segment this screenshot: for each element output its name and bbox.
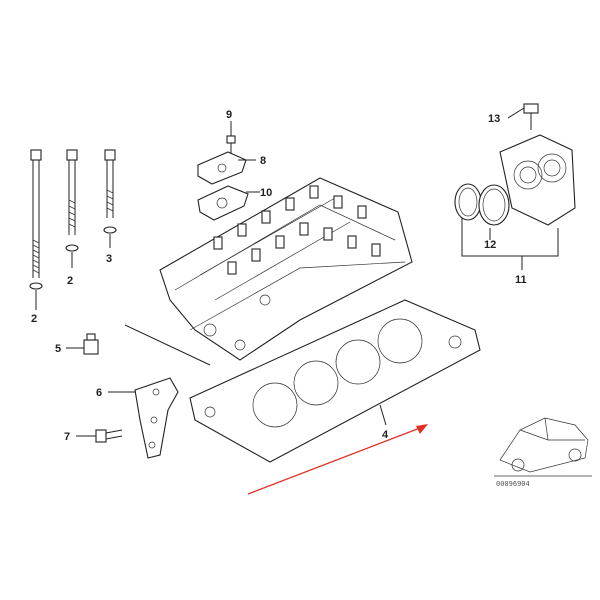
label-part-4: 4 <box>382 429 389 441</box>
label-part-2-middle: 2 <box>67 275 73 287</box>
label-part-3: 3 <box>106 253 112 265</box>
label-part-9: 9 <box>226 109 232 121</box>
label-part-13: 13 <box>488 113 500 125</box>
label-part-12: 12 <box>484 239 496 251</box>
label-part-7: 7 <box>64 431 70 443</box>
label-part-11: 11 <box>515 274 527 286</box>
label-part-8: 8 <box>260 155 266 167</box>
head-bolt-long[interactable] <box>29 149 43 290</box>
label-part-10: 10 <box>260 187 272 199</box>
screw-plug[interactable] <box>83 333 99 355</box>
pointer-arrow <box>247 424 428 495</box>
cylinder-head[interactable] <box>159 177 413 361</box>
reference-number: 00096904 <box>496 480 530 488</box>
thermostat-housing[interactable] <box>499 134 576 226</box>
cover-gasket[interactable] <box>197 185 249 221</box>
housing-bolt[interactable] <box>523 103 539 130</box>
sealing-ring-outer[interactable] <box>454 183 482 221</box>
leader-lines <box>35 107 559 437</box>
label-part-5: 5 <box>55 343 61 355</box>
valve-spring-row <box>213 185 381 275</box>
bracket-bolt[interactable] <box>95 429 123 443</box>
cylinder-head-gasket[interactable] <box>189 299 481 463</box>
label-part-6: 6 <box>96 387 102 399</box>
bracket[interactable] <box>134 377 179 459</box>
head-bolt-medium[interactable] <box>65 149 79 252</box>
sealing-ring-inner[interactable] <box>478 184 510 226</box>
label-part-2-left: 2 <box>31 313 37 325</box>
head-bolt-short[interactable] <box>103 149 117 234</box>
vehicle-thumbnail <box>494 417 592 477</box>
cover-plate-small[interactable] <box>197 151 247 185</box>
screw-small[interactable] <box>226 135 236 154</box>
